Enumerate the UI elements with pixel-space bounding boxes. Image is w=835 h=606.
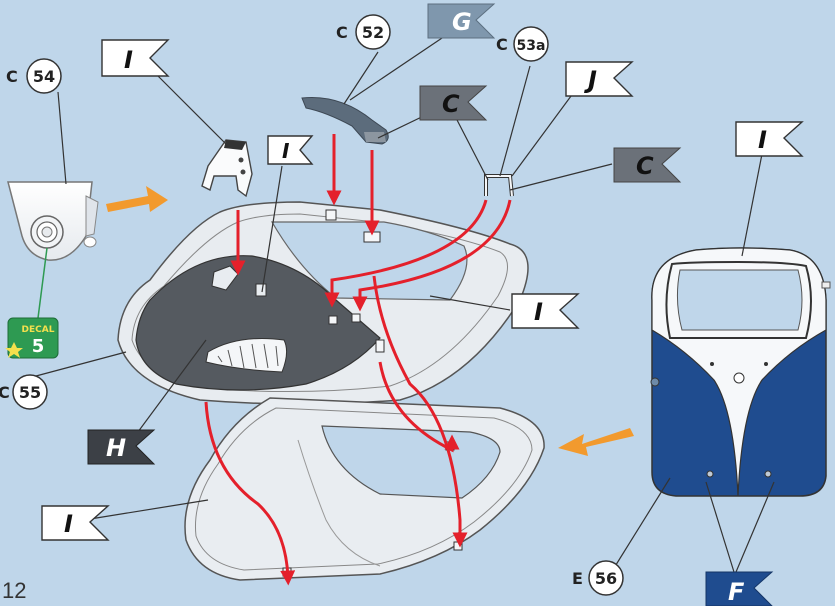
svg-text:I: I (534, 298, 543, 326)
svg-text:C: C (636, 152, 654, 180)
flag-c-right: C (614, 148, 680, 182)
svg-text:C: C (442, 90, 460, 118)
flag-i-mid: I (512, 294, 578, 328)
part-callout-55: C 55 (0, 375, 47, 409)
svg-text:56: 56 (595, 569, 617, 588)
part-callout-53a: C 53a (496, 27, 548, 61)
svg-text:G: G (452, 8, 472, 36)
svg-text:E: E (572, 569, 583, 588)
svg-text:I: I (282, 139, 290, 163)
part-54-housing (8, 182, 98, 260)
svg-text:5: 5 (32, 336, 45, 357)
flag-c-upper: C (420, 86, 486, 120)
svg-text:52: 52 (362, 23, 384, 42)
svg-text:C: C (0, 383, 10, 402)
svg-text:54: 54 (33, 67, 55, 86)
part-56-cab-front (651, 248, 830, 496)
orange-arrow-left (106, 186, 168, 212)
leader-54 (58, 92, 66, 184)
svg-text:DECAL: DECAL (22, 325, 55, 335)
svg-text:C: C (6, 67, 18, 86)
decal-badge: DECAL 5 (5, 318, 58, 358)
flag-j: J (566, 62, 632, 96)
svg-text:I: I (124, 46, 133, 74)
flag-i-top-left: I (102, 40, 168, 76)
page-number: 12 (2, 578, 26, 604)
orange-arrow-right (558, 428, 634, 456)
flag-i-right: I (736, 122, 802, 156)
flag-h: H (88, 430, 154, 464)
svg-text:H: H (106, 434, 126, 462)
svg-text:I: I (758, 126, 767, 154)
flag-i-small: I (268, 136, 312, 164)
flag-f: F (706, 572, 772, 606)
flag-g: G (428, 4, 494, 38)
part-53-seat (202, 140, 252, 196)
svg-text:55: 55 (19, 383, 41, 402)
part-callout-56: E 56 (572, 561, 623, 595)
part-52-bar (302, 97, 388, 144)
svg-text:C: C (336, 23, 348, 42)
svg-text:F: F (728, 578, 745, 606)
svg-text:53a: 53a (517, 38, 546, 54)
svg-text:C: C (496, 35, 508, 54)
part-callout-52: C 52 (336, 15, 390, 49)
svg-text:I: I (64, 510, 73, 538)
part-callout-54: C 54 (6, 59, 61, 93)
flag-i-bottom: I (42, 506, 108, 540)
